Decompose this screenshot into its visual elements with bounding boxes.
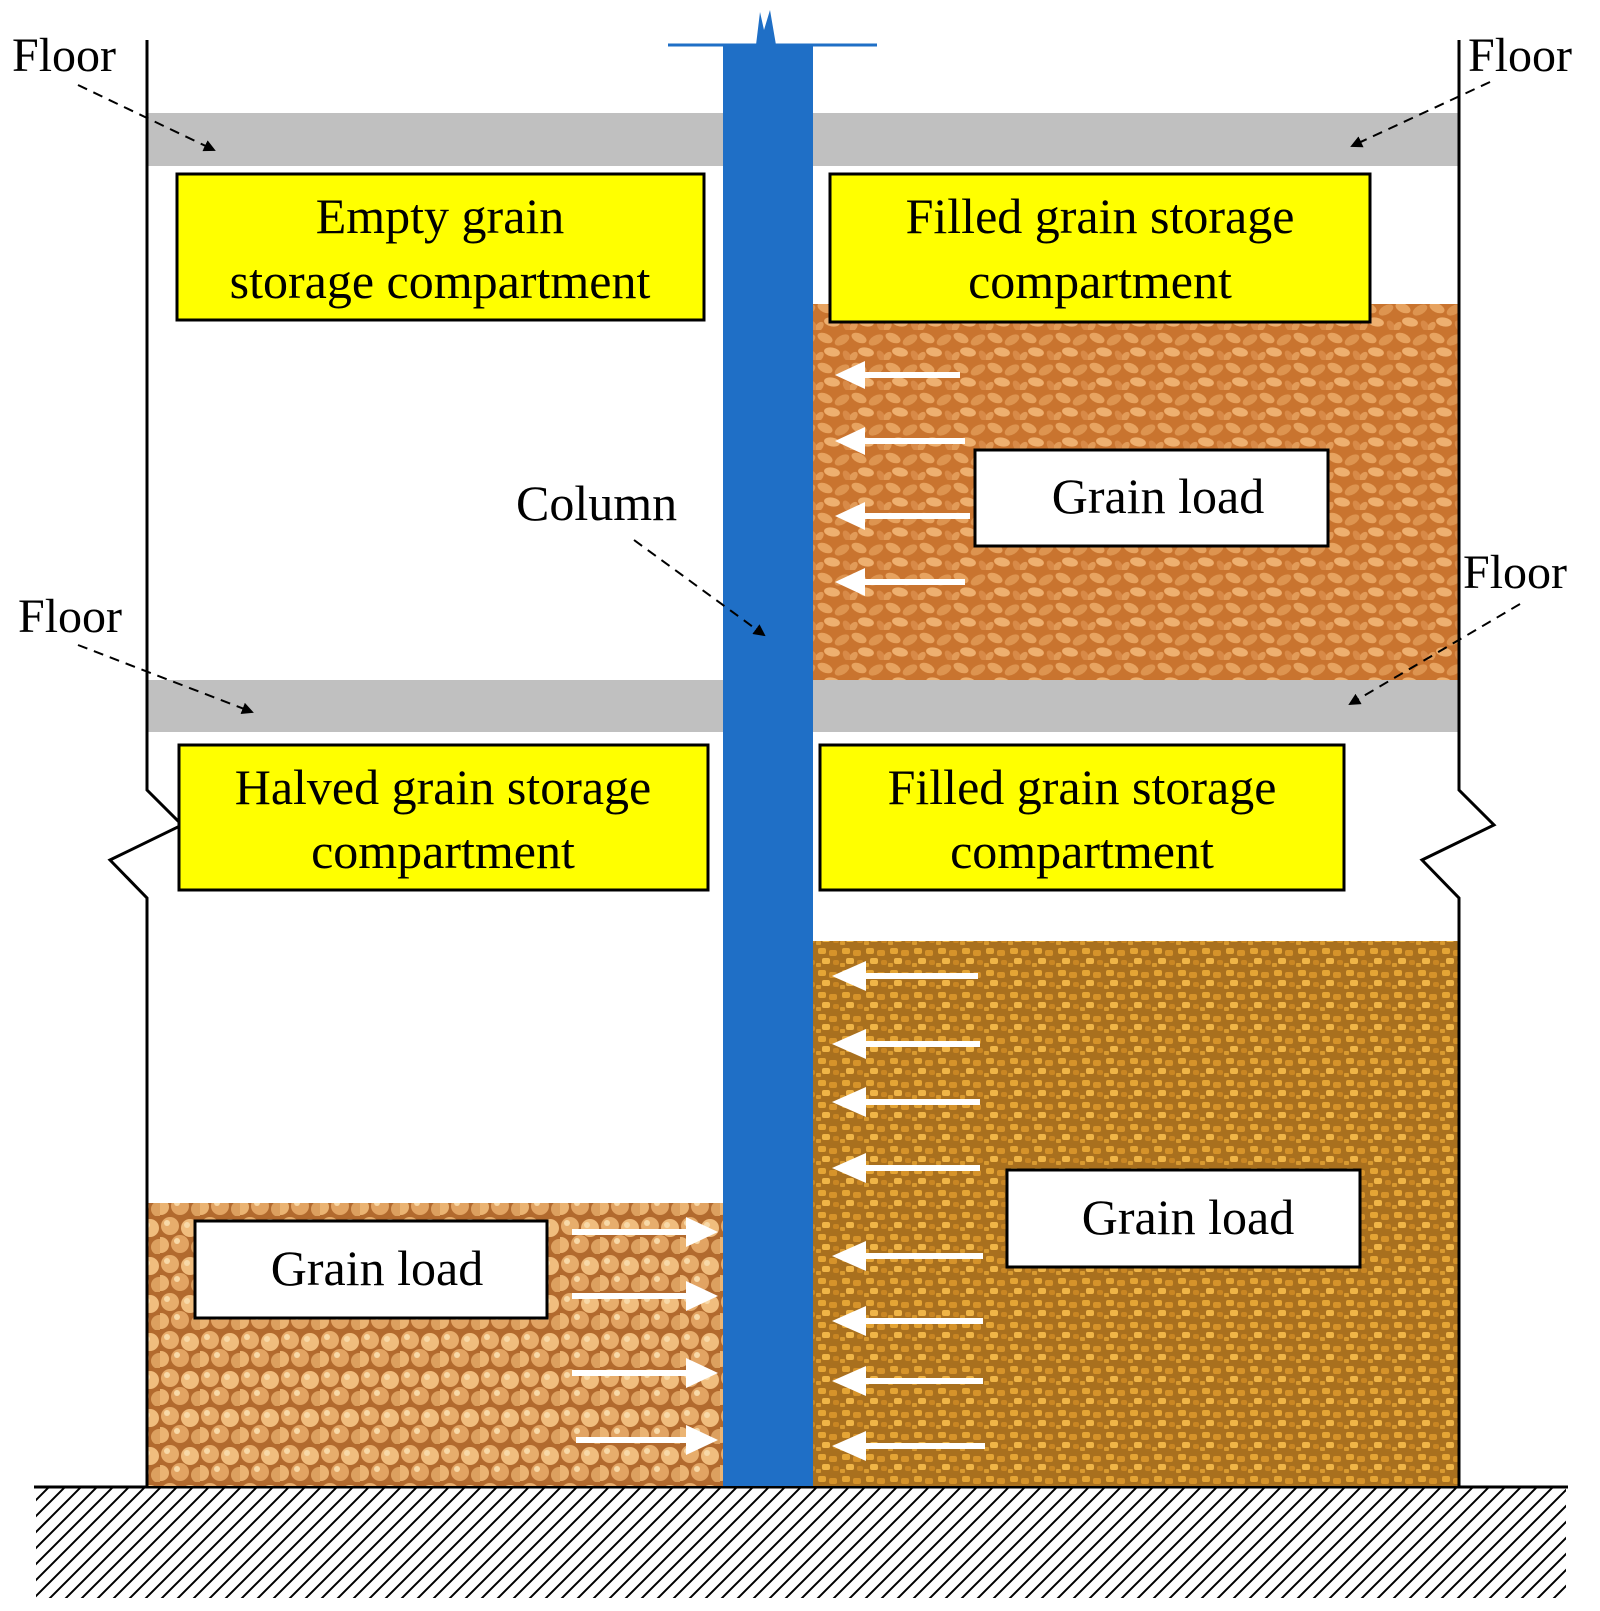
floor-slab-upper-right xyxy=(813,113,1459,166)
compartment-label-top-left: Empty grain storage compartment xyxy=(175,172,706,322)
floor-label-top-left: Floor xyxy=(12,29,116,82)
floor-pointer-middle-left xyxy=(77,644,254,715)
svg-text:Grain load: Grain load xyxy=(271,1240,483,1296)
column xyxy=(723,10,813,1486)
load-arrows-corn xyxy=(832,961,985,1461)
svg-text:Grain load: Grain load xyxy=(1082,1189,1294,1245)
grain-load-label-soybean: Grain load xyxy=(193,1219,549,1320)
floor-pointer-top-right xyxy=(1350,81,1491,148)
left-wall xyxy=(107,40,185,1487)
svg-text:compartment: compartment xyxy=(968,253,1232,309)
floor-slab-lower-left xyxy=(147,680,723,732)
floor-pointer-top-left xyxy=(77,84,216,152)
floor-label-top-right: Floor xyxy=(1468,29,1572,82)
ground-hatch xyxy=(36,1488,1566,1598)
column-pointer xyxy=(633,539,766,637)
right-wall xyxy=(1419,40,1497,1487)
floor-slab-lower-right xyxy=(813,680,1459,732)
column-label: Column xyxy=(516,475,677,531)
compartment-label-bottom-left: Halved grain storage compartment xyxy=(177,743,710,892)
svg-text:Empty grain: Empty grain xyxy=(316,188,565,244)
svg-text:Filled grain storage: Filled grain storage xyxy=(888,759,1277,815)
svg-text:storage compartment: storage compartment xyxy=(230,253,651,309)
compartment-label-bottom-right: Filled grain storage compartment xyxy=(818,743,1346,892)
svg-text:compartment: compartment xyxy=(950,823,1214,879)
svg-text:Grain load: Grain load xyxy=(1052,468,1264,524)
load-arrows-wheat xyxy=(835,361,970,596)
svg-text:Halved grain storage: Halved grain storage xyxy=(235,759,652,815)
floor-label-middle-left: Floor xyxy=(18,590,122,643)
grain-load-label-wheat: Grain load xyxy=(973,448,1330,548)
floor-slab-upper-left xyxy=(147,113,723,166)
grain-load-label-corn: Grain load xyxy=(1005,1168,1362,1269)
load-arrows-soybean xyxy=(572,1217,718,1455)
compartment-label-top-right: Filled grain storage compartment xyxy=(828,172,1372,324)
floor-label-middle-right: Floor xyxy=(1463,546,1567,599)
svg-text:compartment: compartment xyxy=(311,823,575,879)
svg-text:Filled grain storage: Filled grain storage xyxy=(906,188,1295,244)
